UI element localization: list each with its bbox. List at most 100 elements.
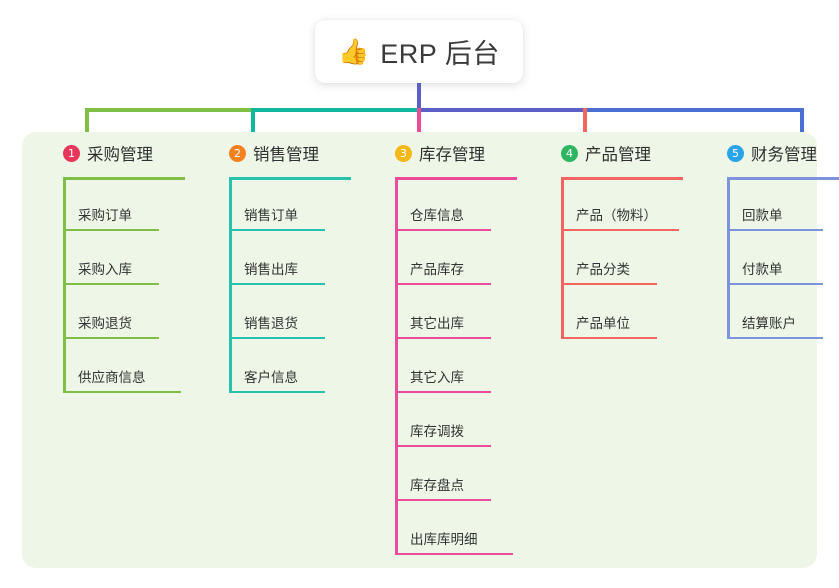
branch-item[interactable]: 其它出库 xyxy=(395,285,495,339)
branch-item-label: 库存盘点 xyxy=(410,478,464,493)
branch-spine-4 xyxy=(561,177,564,339)
branch-underline-4 xyxy=(561,177,683,180)
branch-badge-4: 4 xyxy=(561,144,578,162)
branch-item-underline xyxy=(561,337,657,339)
diagram-panel xyxy=(22,132,817,568)
branch-label-4: 产品管理 xyxy=(585,146,651,164)
branch-item-underline xyxy=(229,391,325,393)
branch-badge-5: 5 xyxy=(727,144,744,162)
connector-root-stem xyxy=(417,83,421,112)
branch-item[interactable]: 仓库信息 xyxy=(395,177,495,231)
branch-badge-1: 1 xyxy=(63,144,80,162)
branch-badge-2: 2 xyxy=(229,144,246,162)
branch-spine-3 xyxy=(395,177,398,555)
branch-column-5: 5 财务管理 回款单付款单结算账户 xyxy=(705,132,839,339)
connector-drop-branch-4 xyxy=(583,108,587,144)
branch-item-underline xyxy=(727,283,823,285)
branch-item-label: 出库库明细 xyxy=(410,532,478,547)
thumbs-up-icon: 👍 xyxy=(338,37,370,66)
connector-drop-branch-3 xyxy=(417,108,421,144)
branch-item-underline xyxy=(395,445,491,447)
branch-item-underline xyxy=(63,391,181,393)
branch-underline-2 xyxy=(229,177,351,180)
branch-item[interactable]: 采购入库 xyxy=(63,231,163,285)
branch-item-underline xyxy=(727,337,823,339)
connector-drop-branch-2 xyxy=(251,108,255,144)
branch-item-underline xyxy=(395,283,491,285)
branch-item[interactable]: 付款单 xyxy=(727,231,827,285)
branch-item[interactable]: 产品（物料） xyxy=(561,177,679,231)
branch-item-underline xyxy=(395,553,513,555)
connector-drop-branch-1 xyxy=(85,108,89,144)
branch-columns: 1 采购管理 采购订单采购入库采购退货供应商信息 2 销售管理 销售订单销售出库… xyxy=(22,132,839,568)
branch-item[interactable]: 其它入库 xyxy=(395,339,495,393)
branch-item[interactable]: 销售订单 xyxy=(229,177,329,231)
branch-item-underline xyxy=(727,229,823,231)
branch-item-label: 仓库信息 xyxy=(410,208,464,223)
branch-item[interactable]: 客户信息 xyxy=(229,339,329,393)
branch-item-label: 其它出库 xyxy=(410,316,464,331)
branch-item[interactable]: 采购退货 xyxy=(63,285,163,339)
branch-item-underline xyxy=(63,283,159,285)
branch-underline-1 xyxy=(63,177,185,180)
branch-item-label: 产品（物料） xyxy=(576,208,657,223)
branch-badge-3: 3 xyxy=(395,144,412,162)
branch-item-label: 付款单 xyxy=(742,262,783,277)
branch-item-label: 采购退货 xyxy=(78,316,132,331)
branch-item[interactable]: 采购订单 xyxy=(63,177,163,231)
branch-header-4[interactable]: 4 产品管理 xyxy=(539,132,705,164)
branch-item[interactable]: 产品分类 xyxy=(561,231,661,285)
branch-item[interactable]: 销售出库 xyxy=(229,231,329,285)
branch-item-label: 产品库存 xyxy=(410,262,464,277)
branch-item-label: 销售订单 xyxy=(244,208,298,223)
branch-item[interactable]: 出库库明细 xyxy=(395,501,513,555)
branch-item-underline xyxy=(229,229,325,231)
branch-item-underline xyxy=(395,229,491,231)
branch-item-underline xyxy=(561,229,679,231)
connector-bus-segment-1 xyxy=(85,108,253,112)
branch-label-3: 库存管理 xyxy=(419,146,485,164)
branch-column-2: 2 销售管理 销售订单销售出库销售退货客户信息 xyxy=(207,132,373,393)
branch-item-underline xyxy=(63,337,159,339)
branch-item-label: 其它入库 xyxy=(410,370,464,385)
branch-item-underline xyxy=(229,283,325,285)
branch-item-underline xyxy=(395,391,491,393)
branch-item[interactable]: 结算账户 xyxy=(727,285,827,339)
branch-item-underline xyxy=(561,283,657,285)
connector-bus-segment-2 xyxy=(251,108,419,112)
root-node-title: ERP 后台 xyxy=(380,39,500,69)
branch-header-3[interactable]: 3 库存管理 xyxy=(373,132,539,164)
branch-item-label: 产品单位 xyxy=(576,316,630,331)
branch-header-5[interactable]: 5 财务管理 xyxy=(705,132,839,164)
branch-label-2: 销售管理 xyxy=(253,146,319,164)
branch-label-1: 采购管理 xyxy=(87,146,153,164)
branch-item[interactable]: 库存调拨 xyxy=(395,393,495,447)
branch-underline-5 xyxy=(727,177,839,180)
connector-bus-segment-4 xyxy=(583,108,804,112)
root-node-card[interactable]: 👍 ERP 后台 xyxy=(315,20,523,83)
branch-column-1: 1 采购管理 采购订单采购入库采购退货供应商信息 xyxy=(41,132,207,393)
branch-item-label: 采购入库 xyxy=(78,262,132,277)
branch-item[interactable]: 回款单 xyxy=(727,177,827,231)
branch-underline-3 xyxy=(395,177,517,180)
branch-label-5: 财务管理 xyxy=(751,146,817,164)
branch-column-4: 4 产品管理 产品（物料） 产品分类产品单位 xyxy=(539,132,705,339)
branch-header-2[interactable]: 2 销售管理 xyxy=(207,132,373,164)
branch-column-3: 3 库存管理 仓库信息产品库存其它出库其它入库库存调拨库存盘点出库库明细 xyxy=(373,132,539,555)
connector-drop-branch-5 xyxy=(800,108,804,144)
branch-item-underline xyxy=(395,337,491,339)
branch-spine-2 xyxy=(229,177,232,393)
branch-item-label: 结算账户 xyxy=(742,316,796,331)
branch-item-underline xyxy=(395,499,491,501)
branch-item[interactable]: 产品单位 xyxy=(561,285,661,339)
branch-item[interactable]: 库存盘点 xyxy=(395,447,495,501)
branch-item[interactable]: 销售退货 xyxy=(229,285,329,339)
branch-item[interactable]: 供应商信息 xyxy=(63,339,181,393)
branch-item-label: 客户信息 xyxy=(244,370,298,385)
branch-item-underline xyxy=(63,229,159,231)
branch-spine-1 xyxy=(63,177,66,393)
branch-item-label: 销售退货 xyxy=(244,316,298,331)
branch-header-1[interactable]: 1 采购管理 xyxy=(41,132,207,164)
branch-item[interactable]: 产品库存 xyxy=(395,231,495,285)
connector-bus-segment-3 xyxy=(417,108,585,112)
